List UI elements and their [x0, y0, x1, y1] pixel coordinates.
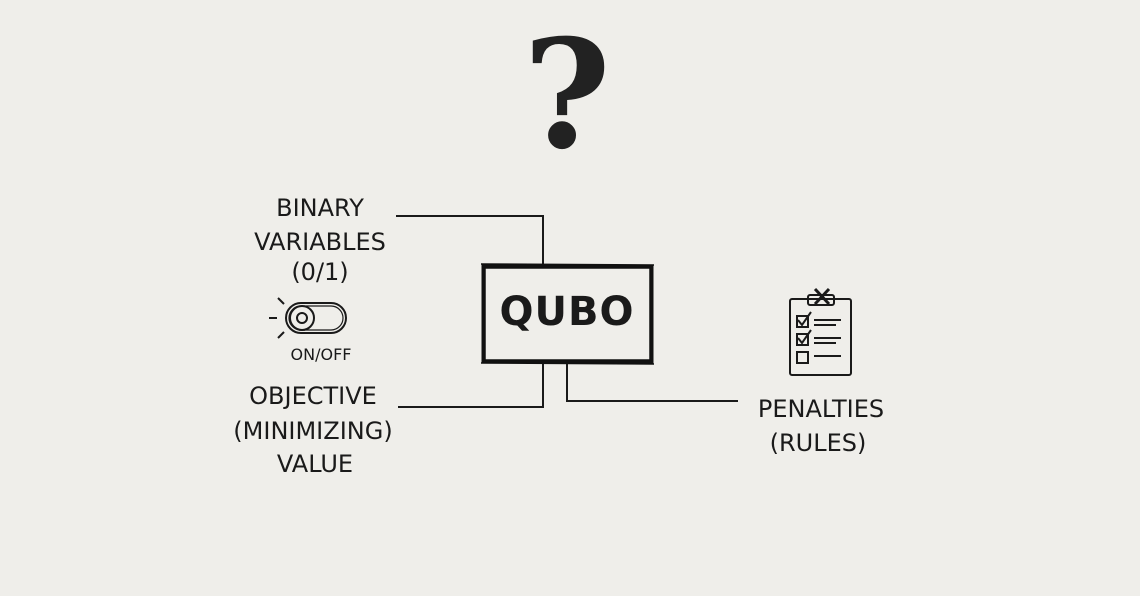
penalties-label-line1: PENALTIES	[757, 395, 885, 423]
qubo-box	[480, 263, 655, 365]
penalties-label-line2: (RULES)	[769, 429, 867, 457]
clipboard-checklist-icon	[789, 287, 852, 376]
objective-label-line1: OBJECTIVE	[249, 382, 377, 410]
connector-binary	[396, 215, 544, 266]
qubo-title: QUBO	[499, 289, 635, 335]
binary-label-line3: (0/1)	[291, 258, 349, 286]
objective-label-line2: (MINIMIZING)	[233, 417, 393, 445]
binary-label-line2: VARIABLES	[254, 228, 386, 256]
toggle-label: ON/OFF	[290, 345, 352, 364]
toggle-switch-icon	[269, 297, 347, 339]
objective-label-line3: VALUE	[276, 450, 354, 478]
connector-objective	[398, 362, 544, 408]
question-mark: ?	[523, 7, 611, 183]
connector-penalties	[566, 362, 738, 402]
binary-label-line1: BINARY	[276, 194, 364, 222]
